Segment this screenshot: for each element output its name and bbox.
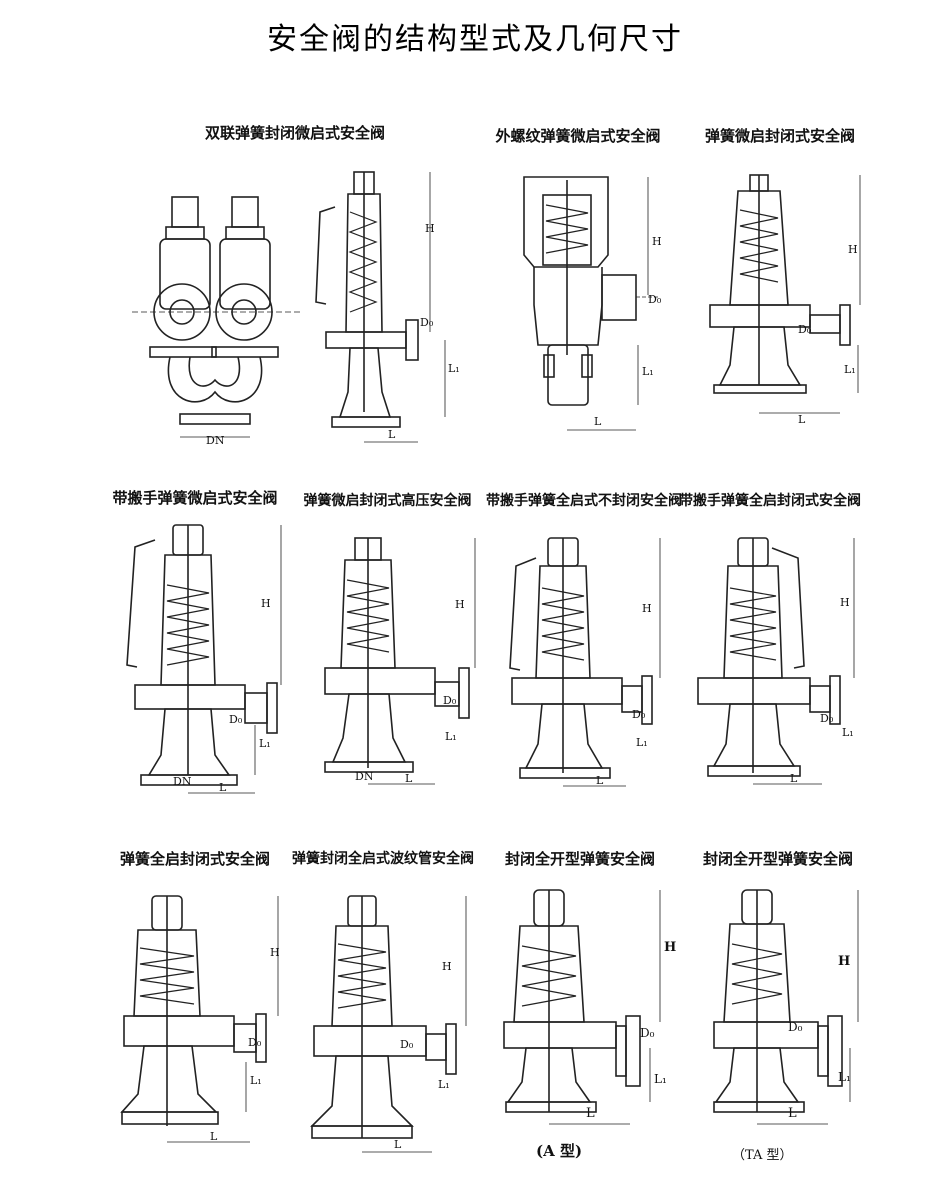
dim-label-l1: L₁ bbox=[445, 730, 457, 743]
valve-drawing bbox=[688, 876, 868, 1136]
diagram-subcaption: （TA 型） bbox=[732, 1148, 793, 1163]
diagram-caption: 封闭全开型弹簧安全阀 bbox=[702, 850, 853, 868]
valve-drawing bbox=[100, 876, 290, 1158]
diagram-caption: 带搬手弹簧全启封闭式安全阀 bbox=[679, 493, 861, 509]
valve-drawing bbox=[292, 876, 472, 1158]
dim-label-h: H bbox=[838, 954, 851, 969]
dim-label-dn: DN bbox=[355, 770, 374, 783]
valve-drawing bbox=[672, 518, 868, 790]
dim-label-d0: D₀ bbox=[798, 323, 812, 336]
diagram-caption: 封闭全开型弹簧安全阀 bbox=[504, 850, 655, 868]
dim-label-d0: D₀ bbox=[820, 712, 834, 725]
dim-label-l: L bbox=[798, 413, 806, 426]
dim-label-h: H bbox=[840, 596, 850, 609]
diagram-subcaption: (A 型) bbox=[536, 1142, 583, 1160]
dim-label-h: H bbox=[652, 235, 662, 248]
valve-drawing bbox=[486, 518, 666, 790]
dim-label-d0: D₀ bbox=[788, 1020, 803, 1034]
dim-label-l1: L₁ bbox=[654, 1072, 667, 1086]
diagram-caption: 弹簧全启封闭式安全阀 bbox=[119, 850, 270, 868]
dim-label-d0: D₀ bbox=[443, 694, 457, 707]
diagram-caption: 弹簧微启封闭式高压安全阀 bbox=[303, 493, 472, 509]
dim-label-l: L bbox=[388, 428, 396, 441]
dim-label-d0: D₀ bbox=[229, 713, 243, 726]
valve-drawing bbox=[690, 155, 870, 435]
diagram-caption: 弹簧微启封闭式安全阀 bbox=[704, 127, 855, 145]
dim-label-l1: L₁ bbox=[448, 362, 460, 375]
dim-label-l: L bbox=[596, 774, 604, 787]
valve-drawing bbox=[478, 155, 678, 445]
diagram-lever-micro-valve: 带搬手弹簧微启式安全阀 H D₀ L₁ DN L bbox=[105, 487, 285, 797]
dim-label-l: L bbox=[405, 772, 413, 785]
dim-label-h: H bbox=[425, 222, 435, 235]
dim-label-l: L bbox=[594, 415, 602, 428]
dim-label-h: H bbox=[442, 960, 452, 973]
dim-label-dn: DN bbox=[206, 434, 225, 447]
dim-label-d0: D₀ bbox=[640, 1026, 655, 1040]
dim-label-h: H bbox=[261, 597, 271, 610]
diagram-caption: 双联弹簧封闭微启式安全阀 bbox=[204, 124, 385, 142]
diagram-full-open-valve-ta: 封闭全开型弹簧安全阀 H D₀ L₁ L （TA 型） bbox=[688, 848, 868, 1168]
dim-label-l1: L₁ bbox=[844, 363, 856, 376]
dim-label-h: H bbox=[270, 946, 280, 959]
dim-label-l1: L₁ bbox=[838, 1070, 851, 1084]
dim-label-d0: D₀ bbox=[648, 293, 662, 306]
page-title: 安全阀的结构型式及几何尺寸 bbox=[267, 22, 683, 57]
diagram-full-closed-valve: 弹簧全启封闭式安全阀 H D₀ L₁ L bbox=[100, 848, 290, 1158]
valve-drawing bbox=[120, 152, 470, 452]
diagram-lever-full-open-valve: 带搬手弹簧全启式不封闭安全阀 H D₀ L₁ L bbox=[486, 490, 682, 790]
dim-label-l: L bbox=[788, 1106, 797, 1121]
dim-label-l1: L₁ bbox=[636, 736, 648, 749]
dim-label-l: L bbox=[210, 1130, 218, 1143]
dim-label-l1: L₁ bbox=[259, 737, 271, 750]
diagram-bellows-valve: 弹簧封闭全启式波纹管安全阀 H D₀ L₁ L bbox=[292, 848, 474, 1158]
diagram-caption: 带搬手弹簧微启式安全阀 bbox=[112, 489, 278, 507]
dim-label-l: L bbox=[586, 1106, 595, 1121]
diagram-lever-full-closed-valve: 带搬手弹簧全启封闭式安全阀 H D₀ L₁ L bbox=[672, 490, 868, 790]
dim-label-h: H bbox=[642, 602, 652, 615]
dim-label-l: L bbox=[219, 781, 227, 794]
dim-label-d0: D₀ bbox=[632, 708, 646, 721]
dim-label-l1: L₁ bbox=[250, 1074, 262, 1087]
diagram-threaded-valve: 外螺纹弹簧微启式安全阀 H D₀ L₁ L bbox=[478, 125, 678, 445]
diagram-caption: 弹簧封闭全启式波纹管安全阀 bbox=[292, 851, 474, 867]
valve-drawing bbox=[295, 518, 480, 790]
valve-drawing bbox=[480, 876, 680, 1136]
dim-label-l: L bbox=[394, 1138, 402, 1151]
dim-label-l1: L₁ bbox=[438, 1078, 450, 1091]
dim-label-d0: D₀ bbox=[400, 1038, 414, 1051]
diagram-high-pressure-valve: 弹簧微启封闭式高压安全阀 H D₀ L₁ DN L bbox=[295, 490, 480, 790]
dim-label-h: H bbox=[848, 243, 858, 256]
dim-label-l1: L₁ bbox=[842, 726, 854, 739]
dim-label-d0: D₀ bbox=[420, 316, 434, 329]
diagram-closed-valve: 弹簧微启封闭式安全阀 H D₀ L₁ L bbox=[690, 125, 870, 435]
dimension-lines bbox=[180, 172, 446, 443]
dim-label-l: L bbox=[790, 772, 798, 785]
diagram-double-valve: 双联弹簧封闭微启式安全阀 bbox=[120, 122, 470, 452]
dim-label-dn: DN bbox=[173, 775, 192, 788]
dim-label-h: H bbox=[455, 598, 465, 611]
diagram-caption: 带搬手弹簧全启式不封闭安全阀 bbox=[486, 493, 682, 509]
dim-label-l1: L₁ bbox=[642, 365, 654, 378]
valve-drawing bbox=[105, 515, 285, 797]
diagram-full-open-valve-a: 封闭全开型弹簧安全阀 H D₀ L₁ L (A 型) bbox=[480, 848, 680, 1168]
diagram-caption: 外螺纹弹簧微启式安全阀 bbox=[495, 127, 661, 145]
dim-label-d0: D₀ bbox=[248, 1036, 262, 1049]
dim-label-h: H bbox=[664, 940, 677, 955]
